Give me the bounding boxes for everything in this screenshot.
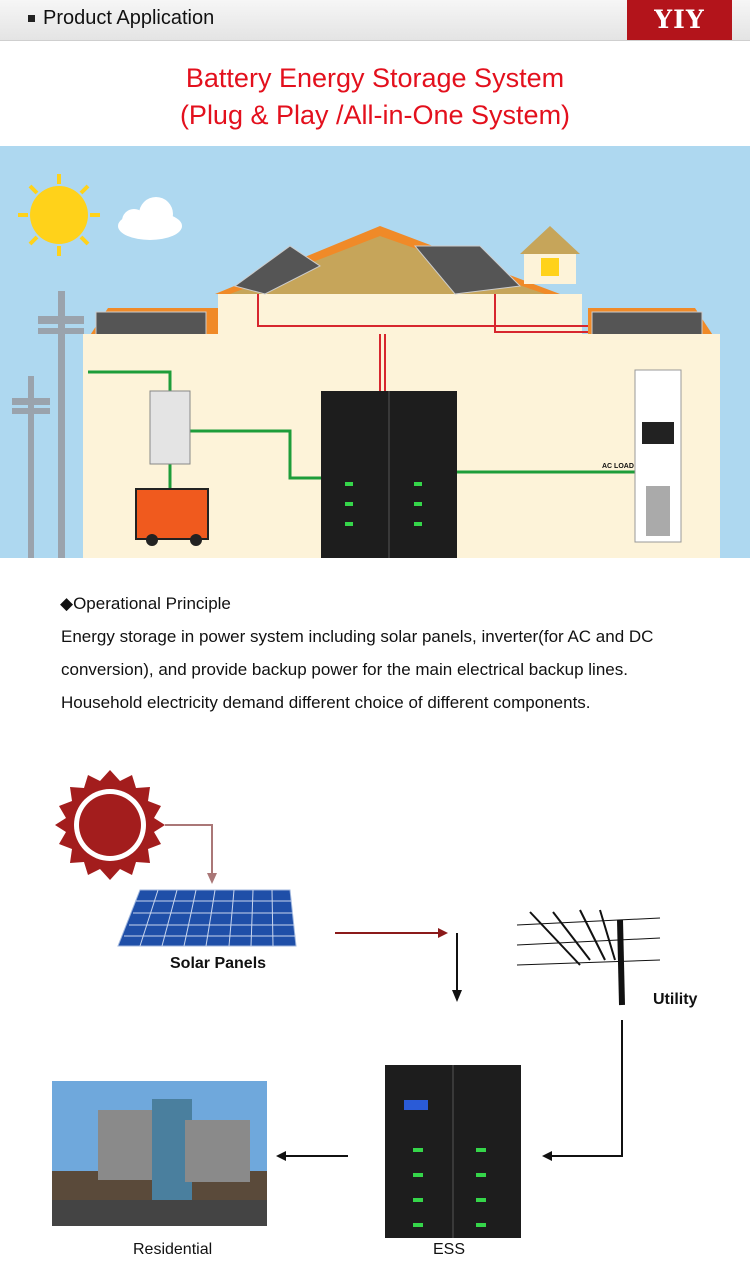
utility-label: Utility bbox=[653, 991, 698, 1008]
headline-line-2: (Plug & Play /All-in-One System) bbox=[179, 100, 571, 130]
ess-label: ESS bbox=[433, 1241, 466, 1258]
utility-pole-icon bbox=[516, 909, 661, 1006]
principle-line: Household electricity demand different c… bbox=[61, 693, 591, 712]
brand-logo: YIY bbox=[627, 0, 732, 40]
building-icon bbox=[52, 1081, 267, 1226]
house-illustration: AC LOAD bbox=[0, 146, 750, 558]
headline-line-1: Battery Energy Storage System bbox=[185, 63, 565, 93]
section-title: Product Application bbox=[43, 7, 215, 29]
ac-load-label: AC LOAD bbox=[602, 463, 634, 470]
generator-icon bbox=[135, 488, 209, 546]
principle-title: ◆Operational Principle bbox=[60, 594, 231, 613]
flow-diagram bbox=[52, 770, 661, 1238]
cloud-icon bbox=[118, 197, 182, 240]
sun-icon bbox=[55, 770, 165, 880]
ess-cabinet-icon bbox=[321, 391, 457, 558]
square-bullet-icon bbox=[28, 15, 35, 22]
residential-label: Residential bbox=[133, 1241, 213, 1258]
ess-cabinet-icon bbox=[385, 1065, 521, 1238]
sun-icon bbox=[18, 174, 100, 256]
principle-line: conversion), and provide backup power fo… bbox=[61, 660, 628, 679]
fridge-icon bbox=[646, 486, 670, 536]
transfer-switch-icon bbox=[149, 390, 191, 465]
monitor-icon bbox=[642, 422, 674, 444]
utility-pole-icon bbox=[12, 291, 84, 558]
solar-panel-icon bbox=[117, 889, 297, 947]
header-bar bbox=[0, 0, 750, 41]
solar-panels-label: Solar Panels bbox=[170, 955, 267, 972]
principle-line: Energy storage in power system including… bbox=[61, 627, 654, 646]
